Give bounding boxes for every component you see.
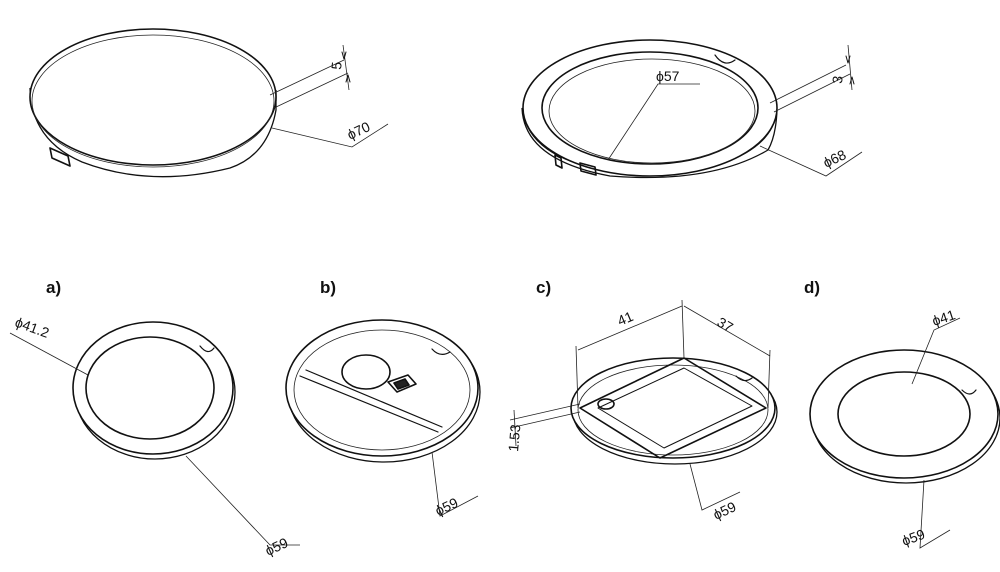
variant-d-inner-diameter-dim: ϕ41 — [930, 306, 957, 329]
variant-c-part: 41 37 1.53 ϕ59 — [505, 299, 778, 523]
port-icon — [49, 147, 71, 167]
variant-d-outer-diameter-dim: ϕ59 — [900, 526, 928, 549]
ring-thickness-dim: 3 — [829, 75, 846, 84]
variant-b-part: ϕ59 — [285, 319, 481, 519]
ring-outer-diameter-dim: ϕ68 — [821, 146, 849, 170]
variant-label-a: a) — [46, 278, 61, 297]
variant-b-outer-diameter-dim: ϕ59 — [433, 494, 461, 518]
variant-c-depth-dim: 37 — [715, 314, 737, 336]
cover-part: 5 ϕ70 — [29, 28, 389, 178]
cover-thickness-dim: 5 — [328, 61, 345, 70]
slot-icon — [554, 154, 597, 176]
variant-a-outer-diameter-dim: ϕ59 — [263, 534, 291, 558]
variant-label-d: d) — [804, 278, 820, 297]
variant-a-inner-diameter-dim: ϕ41.2 — [13, 314, 52, 341]
variant-c-width-dim: 41 — [615, 308, 636, 329]
ring-part: ϕ57 3 ϕ68 — [521, 39, 863, 179]
variant-a-part: ϕ41.2 ϕ59 — [9, 314, 300, 559]
variant-label-b: b) — [320, 278, 336, 297]
variant-c-thickness-dim: 1.53 — [505, 424, 523, 453]
cover-diameter-dim: ϕ70 — [345, 118, 373, 142]
rect-port-icon — [387, 374, 417, 393]
variant-d-part: ϕ41 ϕ59 — [809, 306, 1000, 549]
variant-c-outer-diameter-dim: ϕ59 — [711, 498, 739, 522]
ring-inner-diameter-dim: ϕ57 — [656, 68, 680, 84]
variant-label-c: c) — [536, 278, 551, 297]
